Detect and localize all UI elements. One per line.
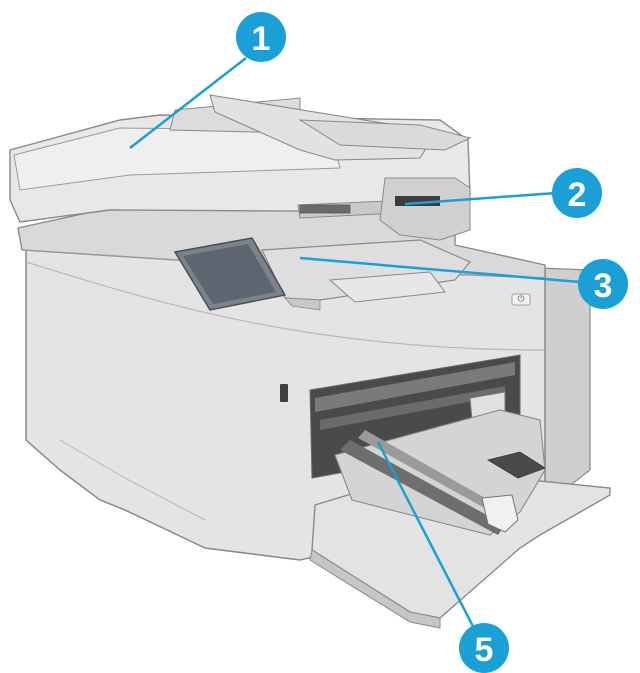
usb-port-icon	[280, 384, 288, 402]
callout-5-label: 5	[475, 631, 494, 669]
callout-1: 1	[236, 12, 286, 62]
callout-5: 5	[459, 623, 509, 673]
scanner-output-slot	[379, 177, 471, 241]
leader-line-3	[299, 256, 581, 284]
power-glyph: ⏻	[517, 294, 524, 305]
document-feeder[interactable]	[9, 94, 472, 223]
leader-line-1	[129, 57, 247, 149]
callout-3-label: 3	[594, 267, 613, 305]
input-tray[interactable]	[309, 409, 611, 629]
leader-line-5	[376, 441, 482, 641]
output-bin[interactable]	[261, 239, 471, 311]
power-button-icon[interactable]: ⏻	[511, 294, 531, 306]
control-panel[interactable]	[173, 237, 287, 311]
callout-2: 2	[552, 168, 602, 218]
callout-2-label: 2	[568, 176, 587, 214]
callout-3: 3	[578, 259, 628, 309]
leader-lines	[129, 57, 581, 641]
leader-line-2	[404, 191, 557, 206]
callout-1-label: 1	[252, 20, 271, 58]
